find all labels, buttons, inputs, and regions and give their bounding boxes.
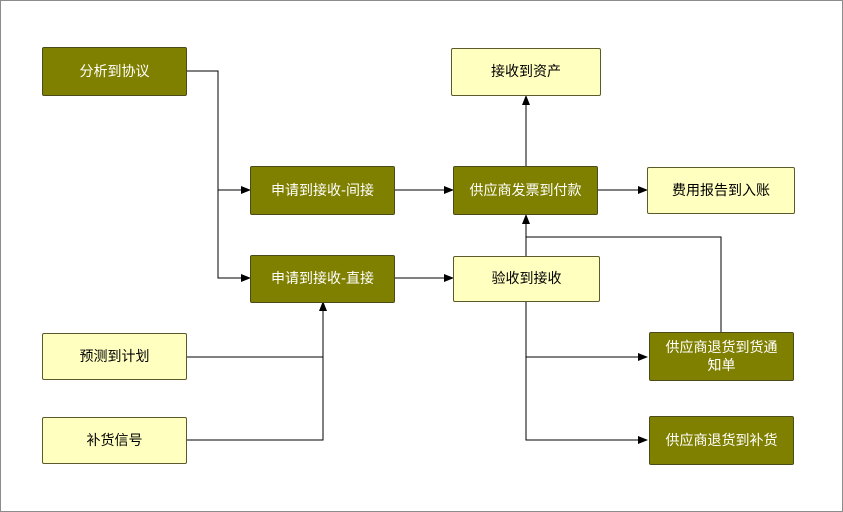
node-supplier-invoice-to-payment: 供应商发票到付款 [453, 166, 598, 215]
node-inspection-to-receipt: 验收到接收 [453, 256, 600, 302]
edge-analysis-to-indirect [187, 70, 251, 194]
node-requisition-to-receipt-direct: 申请到接收-直接 [250, 255, 395, 303]
node-analysis-to-agreement: 分析到协议 [42, 47, 187, 96]
node-supplier-return-to-replenish: 供应商退货到补货 [649, 416, 794, 465]
node-supplier-return-to-notice: 供应商退货到货通知单 [649, 332, 794, 381]
node-expense-report-to-posting: 费用报告到入账 [647, 167, 795, 214]
edge-return-notice-to-invoice [526, 236, 722, 332]
node-receive-to-asset: 接收到资产 [451, 48, 601, 96]
node-requisition-to-receipt-indirect: 申请到接收-间接 [250, 166, 395, 215]
edge-inspection-to-return-notice [525, 302, 648, 361]
edge-analysis-to-direct [217, 190, 251, 282]
node-replenishment-signal: 补货信号 [42, 417, 187, 464]
edge-forecast-to-direct [187, 301, 327, 358]
node-forecast-to-plan: 预测到计划 [42, 333, 187, 380]
edge-replenishment-to-direct [187, 357, 324, 441]
edge-inspection-to-return-replenish [525, 357, 648, 444]
